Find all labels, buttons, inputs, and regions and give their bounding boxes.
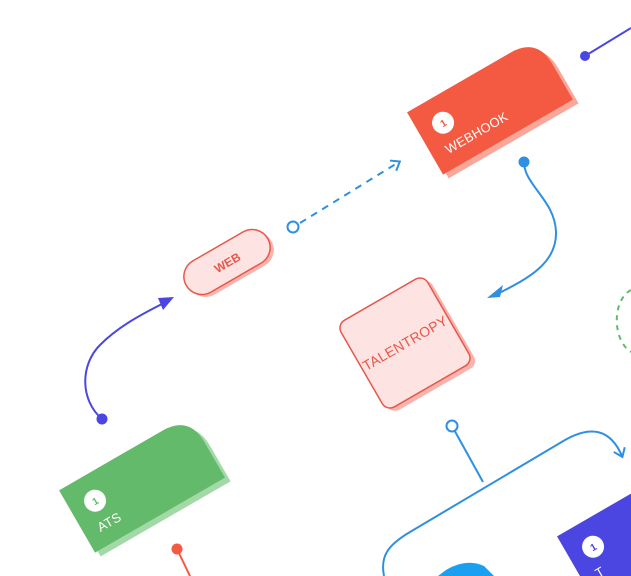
purple-node[interactable]: 1 T	[557, 461, 631, 576]
ats-node-card	[59, 425, 225, 553]
webhook-badge-number: 1	[439, 118, 450, 131]
dashed-arc-right	[615, 289, 631, 353]
talentropy-node-box	[339, 277, 471, 409]
connector-talentropy-branch	[382, 419, 626, 576]
cyan-node-partial	[438, 562, 494, 576]
connector-top-right	[580, 27, 631, 61]
ats-badge-number: 1	[91, 496, 102, 509]
purple-badge	[582, 535, 605, 558]
web-node-pill	[183, 228, 271, 296]
ats-node[interactable]: 1 ATS	[59, 414, 231, 558]
web-node[interactable]: WEB	[177, 222, 280, 305]
purple-node-card	[557, 471, 631, 576]
webhook-node-card	[407, 47, 573, 175]
connector-ats-to-web	[84, 297, 174, 425]
connector-ats-bottom	[171, 543, 191, 576]
webhook-node[interactable]: 1 WEBHOOK	[407, 36, 579, 180]
purple-badge-number: 1	[589, 542, 600, 555]
connector-web-to-webhook	[286, 159, 402, 234]
ats-badge	[84, 489, 107, 512]
webhook-badge	[432, 111, 455, 134]
talentropy-node[interactable]: TALENTROPY	[337, 273, 479, 415]
connector-webhook-to-talentropy	[487, 156, 558, 298]
